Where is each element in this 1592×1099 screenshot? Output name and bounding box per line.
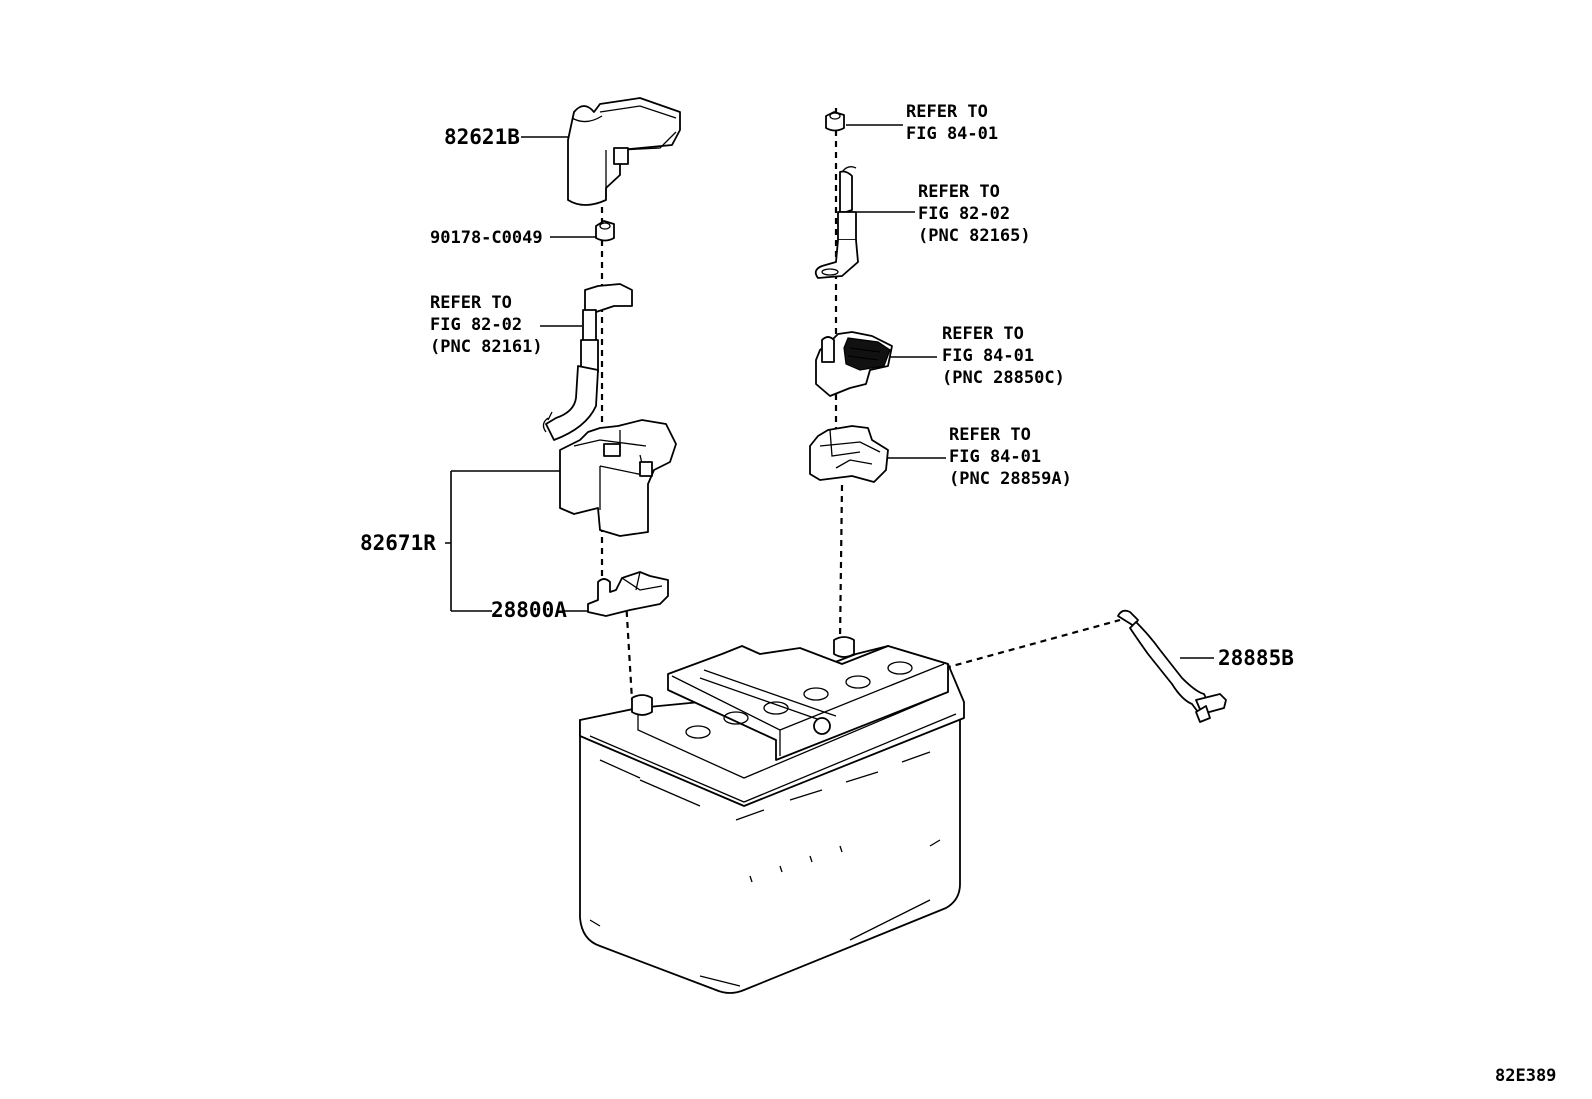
label-82671r: 82671R xyxy=(360,531,436,555)
ground-cable-terminal[interactable] xyxy=(814,166,859,279)
positive-terminal-cable[interactable] xyxy=(542,283,633,441)
sensor-wire-28885b[interactable] xyxy=(1117,609,1227,723)
current-sensor-28850c[interactable] xyxy=(815,331,893,397)
ref-fig-84-01-pnc-28850c: REFER TO FIG 84-01 (PNC 28850C) xyxy=(942,324,1065,388)
figure-id: 82E389 xyxy=(1495,1066,1556,1086)
terminal-cover-82621b[interactable] xyxy=(567,97,681,206)
label-82621b: 82621B xyxy=(444,125,520,149)
nut-90178-c0049[interactable] xyxy=(595,220,615,242)
terminal-clamp-28800a[interactable] xyxy=(587,571,669,617)
label-28885b: 28885B xyxy=(1218,646,1294,670)
ref-fig-84-01-pnc-28859a: REFER TO FIG 84-01 (PNC 28859A) xyxy=(949,425,1072,489)
label-90178-c0049: 90178-C0049 xyxy=(430,228,543,248)
reference-notes: REFER TO FIG 84-01 REFER TO FIG 82-02 (P… xyxy=(430,102,1072,489)
negative-nut[interactable] xyxy=(825,111,845,132)
terminal-box-82671r[interactable] xyxy=(559,419,677,537)
label-28800a: 28800A xyxy=(491,598,567,622)
terminal-tray-28859a[interactable] xyxy=(809,425,889,483)
battery xyxy=(579,636,965,994)
leader-lines xyxy=(445,124,1214,659)
assembly-lines xyxy=(600,108,1121,701)
ref-fig-82-02-pnc-82161: REFER TO FIG 82-02 (PNC 82161) xyxy=(430,293,543,357)
part-labels: 82621B 90178-C0049 82671R 28800A 28885B xyxy=(360,125,1294,670)
ref-fig-84-01-nut: REFER TO FIG 84-01 xyxy=(906,102,998,144)
ref-fig-82-02-pnc-82165: REFER TO FIG 82-02 (PNC 82165) xyxy=(918,182,1031,246)
